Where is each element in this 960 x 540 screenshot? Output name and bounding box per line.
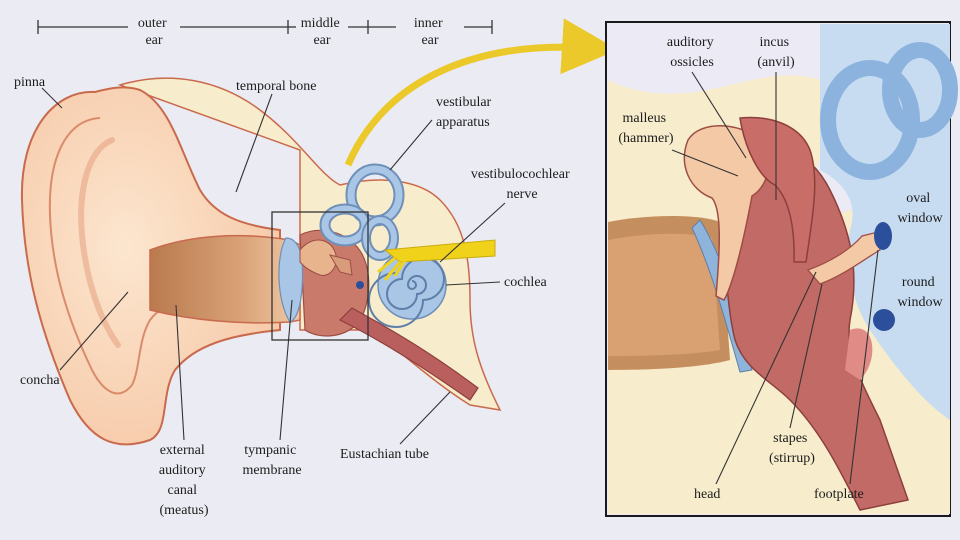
tympanic-membrane-label: tympanic membrane [242,443,301,478]
eustachian-tube-label: Eustachian tube [340,447,429,462]
zoom-arrow [344,18,618,167]
stapes-label: stapes (stirrup) [769,431,815,466]
vestibulocochlear-nerve-label: vestibulocochlear nerve [471,167,573,202]
temporal-bone-label: temporal bone [236,79,316,94]
inner-ear-label: inner ear [414,16,446,48]
region-bracket [37,20,493,34]
head-label: head [694,487,720,502]
cochlea-label: cochlea [504,275,548,290]
footplate-label: footplate [814,487,864,502]
inset-panel [605,21,958,517]
tympanic-membrane-shape [278,237,304,323]
ear-canal [149,234,301,324]
oval-window-label: oval window [897,191,943,226]
middle-ear-label: middle ear [301,16,343,48]
auditory-ossicles-label: auditory ossicles [667,35,717,70]
vestibular-apparatus-shape [319,163,405,261]
outer-ear-label: outer ear [138,16,170,48]
concha-label: concha [20,373,60,388]
external-auditory-canal-label: external auditory canal (meatus) [159,443,209,518]
zoom-box [271,211,369,341]
eustachian-tube-shape [338,307,479,401]
incus-label: incus (anvil) [757,35,795,70]
malleus-label: malleus (hammer) [618,111,674,146]
round-window-label: round window [897,275,943,310]
pinna-label: pinna [14,75,46,90]
vestibulocochlear-nerve-shape [377,239,496,281]
ossicles-small [299,239,364,289]
vestibular-apparatus-label: vestibular apparatus [436,95,495,130]
